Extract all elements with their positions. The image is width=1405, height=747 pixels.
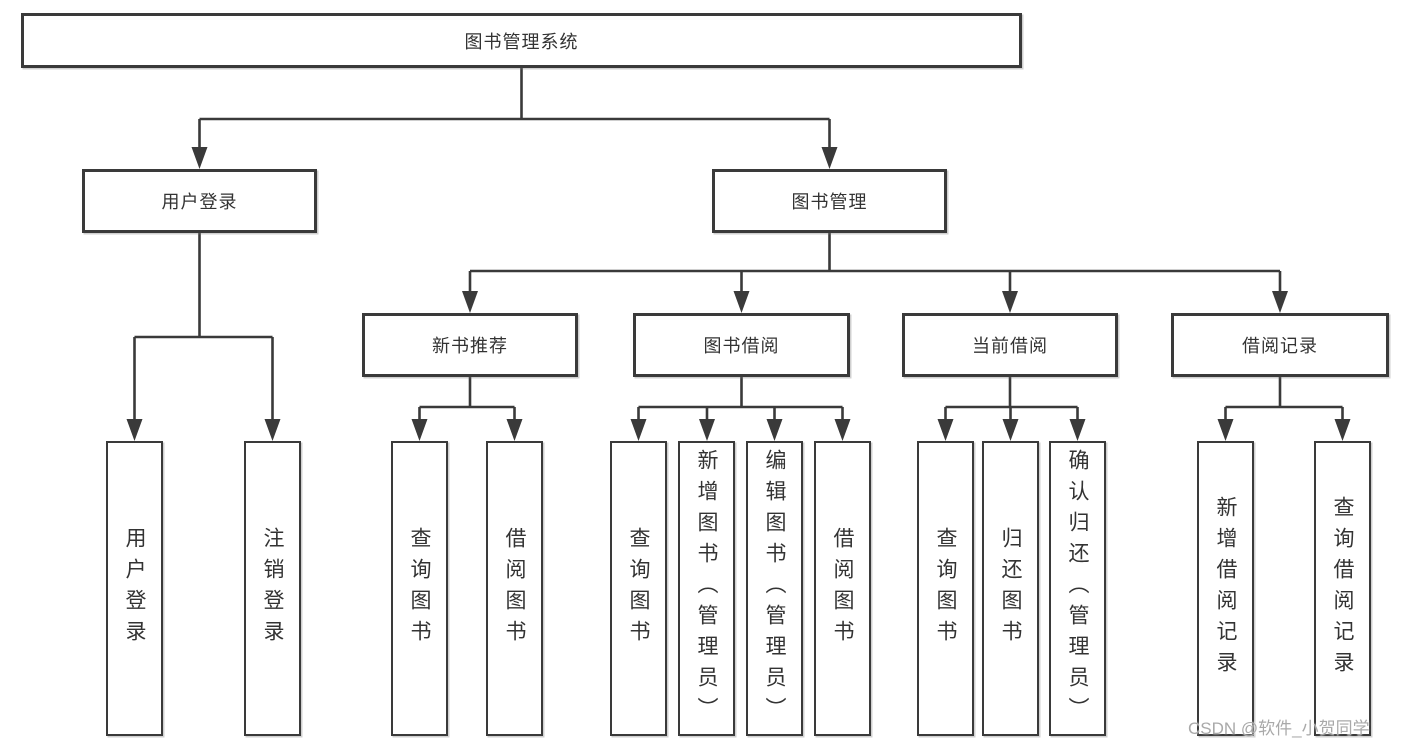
arrowhead — [126, 419, 143, 441]
csdn-watermark: CSDN @软件_小贺同学 — [1188, 719, 1370, 738]
arrowhead — [733, 291, 750, 313]
arrowhead — [462, 291, 478, 313]
arrowhead — [630, 419, 647, 441]
leaf-confirm-return-admin: 确认归还（管理员） — [1049, 441, 1106, 736]
leaf-borrow-books-recommend: 借阅图书 — [486, 441, 543, 736]
arrowhead — [834, 419, 851, 441]
arrowhead — [821, 147, 838, 169]
arrowhead — [1217, 419, 1234, 441]
node-book-management: 图书管理 — [712, 169, 947, 233]
arrowhead — [1272, 291, 1288, 313]
arrowhead — [699, 419, 715, 441]
arrowhead — [264, 419, 281, 441]
leaf-query-borrow-record: 查询借阅记录 — [1314, 441, 1371, 736]
leaf-add-books-admin: 新增图书（管理员） — [678, 441, 735, 736]
leaf-user-login: 用户登录 — [106, 441, 163, 736]
arrowhead — [1002, 419, 1019, 441]
leaf-borrow-books: 借阅图书 — [814, 441, 871, 736]
leaf-query-books-current: 查询图书 — [917, 441, 974, 736]
leaf-edit-books-admin: 编辑图书（管理员） — [746, 441, 803, 736]
node-current-borrow: 当前借阅 — [902, 313, 1118, 377]
arrowhead — [766, 419, 783, 441]
leaf-query-books-borrow: 查询图书 — [610, 441, 667, 736]
node-new-book-recommend: 新书推荐 — [362, 313, 578, 377]
leaf-logout: 注销登录 — [244, 441, 301, 736]
leaf-add-borrow-record: 新增借阅记录 — [1197, 441, 1254, 736]
node-library-management-system: 图书管理系统 — [21, 13, 1022, 68]
arrowhead — [506, 419, 523, 441]
node-book-borrow: 图书借阅 — [633, 313, 850, 377]
arrowhead — [411, 419, 428, 441]
arrowhead — [191, 147, 208, 169]
arrowhead — [1002, 291, 1018, 313]
node-user-login: 用户登录 — [82, 169, 317, 233]
arrowhead — [1069, 419, 1086, 441]
arrowhead — [1334, 419, 1351, 441]
node-borrow-record: 借阅记录 — [1171, 313, 1389, 377]
arrowhead — [937, 419, 954, 441]
leaf-query-books-recommend: 查询图书 — [391, 441, 448, 736]
leaf-return-books: 归还图书 — [982, 441, 1039, 736]
